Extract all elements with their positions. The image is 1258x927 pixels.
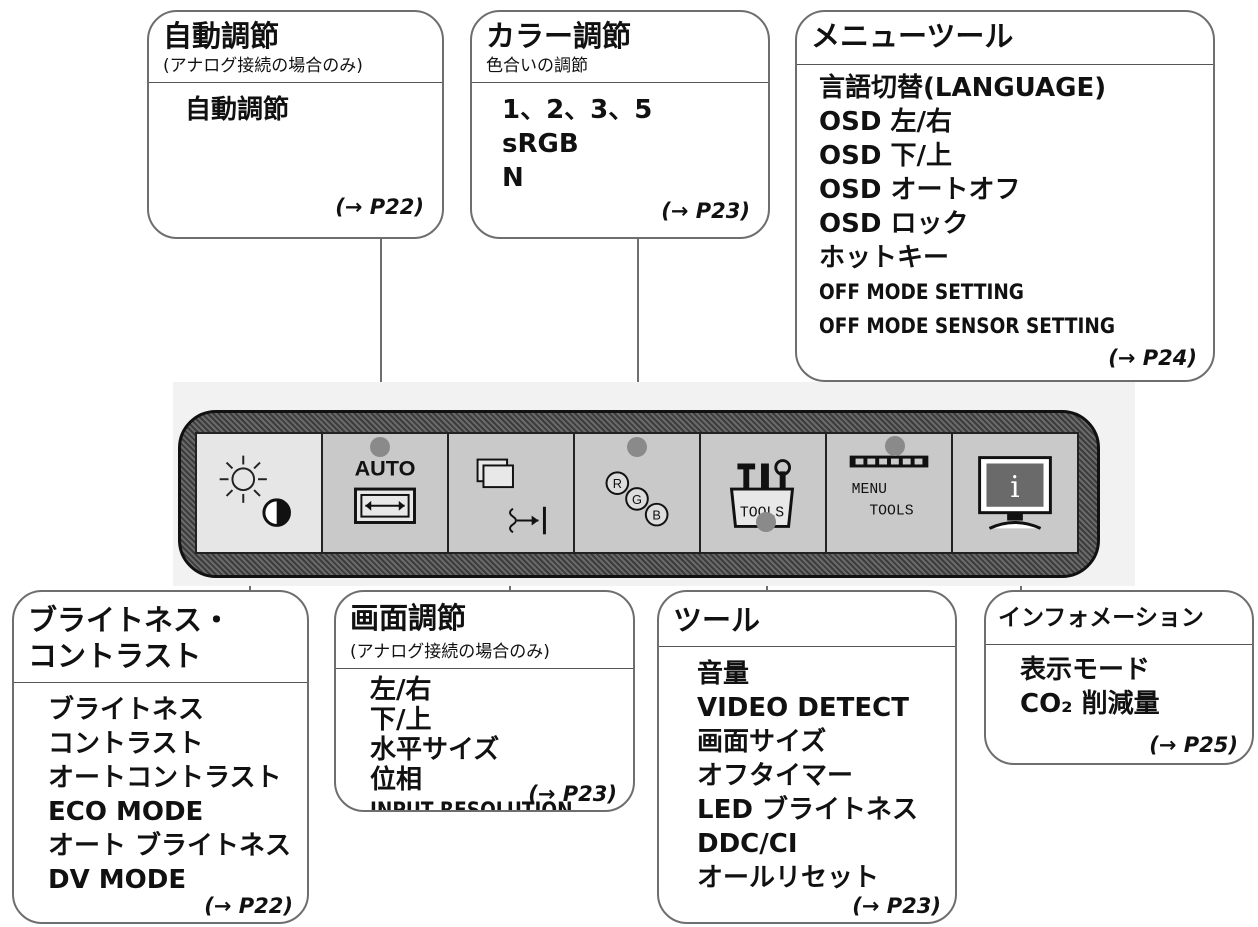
callout-title-line2: コントラスト [28, 639, 202, 673]
list-item: 1、2、3、5 [502, 95, 653, 125]
callout-tools: ツール 音量 VIDEO DETECT 画面サイズ オフタイマー LED ブライ… [657, 590, 957, 924]
callout-title: 自動調節 [163, 19, 280, 53]
callout-screen-adjust: 画面調節 (アナログ接続の場合のみ) 左/右 下/上 水平サイズ 位相 INPU… [334, 590, 635, 812]
menu-tools-icon-text: TOOLS [869, 504, 913, 520]
callout-item-list: 表示モード CO₂ 削減量 [986, 645, 1252, 721]
list-item: ホットキー [819, 243, 950, 273]
list-item: ECO MODE [48, 797, 204, 827]
list-item: 左/右 [370, 675, 432, 705]
screen-adjust-icon [476, 458, 546, 535]
color-adjust-icon-cell[interactable]: R G B [575, 434, 701, 552]
callout-title: カラー調節 [486, 19, 632, 53]
monitor-info-icon: i [978, 456, 1052, 530]
callout-item-list: 左/右 下/上 水平サイズ 位相 INPUT RESOLUTION [336, 669, 633, 812]
callout-item-list: 自動調節 [149, 83, 442, 127]
callout-title: メニューツール [811, 19, 1014, 53]
callout-header: メニューツール [797, 12, 1213, 65]
callout-header: インフォメーション [986, 592, 1252, 645]
osd-menu-icon-row: AUTO R G B [195, 432, 1079, 554]
callout-header: ブライトネス・ コントラスト [14, 592, 307, 683]
rgb-icon: R G B [605, 471, 669, 527]
toolbox-icon: TOOLS [729, 459, 795, 528]
callout-header: ツール [659, 592, 955, 647]
brightness-contrast-icon-cell[interactable] [197, 434, 323, 552]
menu-tools-icon: MENU TOOLS [849, 455, 929, 520]
callout-item-list: 1、2、3、5 sRGB N [472, 83, 768, 195]
page-reference: (→ P22) [335, 195, 424, 219]
list-item: OFF MODE SENSOR SETTING [819, 314, 1116, 338]
list-item: 表示モード [1020, 655, 1151, 685]
page-reference: (→ P24) [1108, 346, 1197, 370]
list-item: 画面サイズ [697, 727, 827, 757]
callout-title: インフォメーション [998, 605, 1204, 631]
callout-title-line1: ブライトネス・ [28, 603, 232, 637]
list-item: オールリセット [697, 863, 880, 893]
dot-menutools-over [885, 436, 905, 456]
list-item: VIDEO DETECT [697, 693, 909, 723]
rgb-icon-g: G [632, 492, 642, 507]
auto-adjust-icon: AUTO [354, 455, 416, 524]
list-item: OSD オートオフ [819, 175, 1021, 205]
rgb-icon-r: R [613, 476, 622, 491]
page-reference: (→ P23) [528, 782, 617, 806]
brightness-contrast-icon [219, 455, 291, 527]
callout-item-list: ブライトネス コントラスト オートコントラスト ECO MODE オート ブライ… [14, 683, 307, 897]
page-reference: (→ P22) [204, 894, 293, 918]
auto-icon-text: AUTO [355, 455, 416, 480]
callout-menu-tools: メニューツール 言語切替(LANGUAGE) OSD 左/右 OSD 下/上 O… [795, 10, 1215, 382]
list-item: 音量 [697, 659, 750, 689]
page-reference: (→ P25) [1149, 733, 1238, 757]
dot-tools-over [756, 512, 776, 532]
callout-information: インフォメーション 表示モード CO₂ 削減量 (→ P25) [984, 590, 1254, 765]
callout-item-list: 言語切替(LANGUAGE) OSD 左/右 OSD 下/上 OSD オートオフ… [797, 65, 1213, 343]
list-item: オフタイマー [697, 761, 854, 791]
list-item: OSD 左/右 [819, 107, 952, 137]
auto-adjust-icon-cell[interactable]: AUTO [323, 434, 449, 552]
list-item: 下/上 [370, 705, 432, 735]
list-item: OFF MODE SETTING [819, 280, 1024, 304]
list-item: N [502, 163, 524, 193]
callout-title: 画面調節 [350, 601, 467, 635]
callout-header: カラー調節 色合いの調節 [472, 12, 768, 83]
callout-auto-adjust: 自動調節 (アナログ接続の場合のみ) 自動調節 (→ P22) [147, 10, 444, 239]
information-icon-cell[interactable]: i [953, 434, 1077, 552]
callout-color-adjust: カラー調節 色合いの調節 1、2、3、5 sRGB N (→ P23) [470, 10, 770, 239]
screen-adjust-icon-cell[interactable] [449, 434, 575, 552]
dot-color-over [627, 437, 647, 457]
dot-auto-over [370, 437, 390, 457]
list-item: CO₂ 削減量 [1020, 689, 1160, 719]
page-reference: (→ P23) [661, 199, 750, 223]
page-reference: (→ P23) [852, 894, 941, 918]
callout-subtitle: 色合いの調節 [486, 56, 588, 76]
list-item: OSD 下/上 [819, 141, 952, 171]
callout-title: ツール [673, 603, 761, 637]
callout-subtitle: (アナログ接続の場合のみ) [350, 642, 550, 662]
callout-header: 画面調節 (アナログ接続の場合のみ) [336, 592, 633, 669]
list-item: 自動調節 [185, 95, 290, 125]
callout-item-list: 音量 VIDEO DETECT 画面サイズ オフタイマー LED ブライトネス … [659, 647, 955, 895]
callout-subtitle: (アナログ接続の場合のみ) [163, 56, 363, 76]
callout-brightness-contrast: ブライトネス・ コントラスト ブライトネス コントラスト オートコントラスト E… [12, 590, 309, 924]
callout-header: 自動調節 (アナログ接続の場合のみ) [149, 12, 442, 83]
leader-color [637, 237, 639, 447]
list-item: 位相 [370, 765, 423, 795]
list-item: sRGB [502, 129, 579, 159]
list-item: 水平サイズ [370, 735, 500, 765]
list-item: DV MODE [48, 865, 187, 895]
list-item: オートコントラスト [48, 763, 282, 793]
list-item: OSD ロック [819, 209, 969, 239]
leader-auto [380, 237, 382, 447]
list-item: DDC/CI [697, 829, 798, 859]
list-item: コントラスト [48, 729, 204, 759]
rgb-icon-b: B [652, 508, 661, 523]
list-item: 言語切替(LANGUAGE) [819, 73, 1107, 103]
info-icon-text: i [1010, 470, 1019, 504]
list-item: LED ブライトネス [697, 795, 918, 825]
menu-icon-text: MENU [852, 482, 887, 498]
list-item: オート ブライトネス [48, 831, 292, 861]
list-item: INPUT RESOLUTION [370, 798, 573, 812]
tools-icon-cell[interactable]: TOOLS [701, 434, 827, 552]
list-item: ブライトネス [48, 695, 205, 725]
